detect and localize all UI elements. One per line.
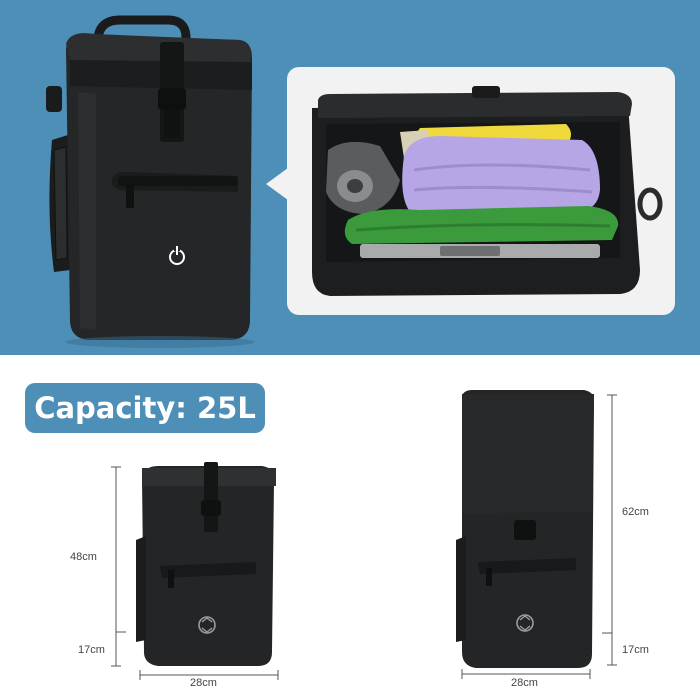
right-width-label: 28cm — [511, 677, 538, 689]
brand-logo-icon-2 — [516, 614, 534, 632]
left-width-label: 28cm — [190, 677, 217, 689]
power-icon — [169, 245, 185, 265]
left-height-label: 48cm — [70, 551, 97, 563]
callout-pointer — [266, 168, 288, 200]
right-height-label: 62cm — [622, 506, 649, 518]
brand-logo-icon — [198, 616, 216, 634]
right-depth-label: 17cm — [622, 644, 649, 656]
capacity-badge: Capacity: 25L — [25, 383, 265, 433]
left-depth-label: 17cm — [78, 644, 105, 656]
